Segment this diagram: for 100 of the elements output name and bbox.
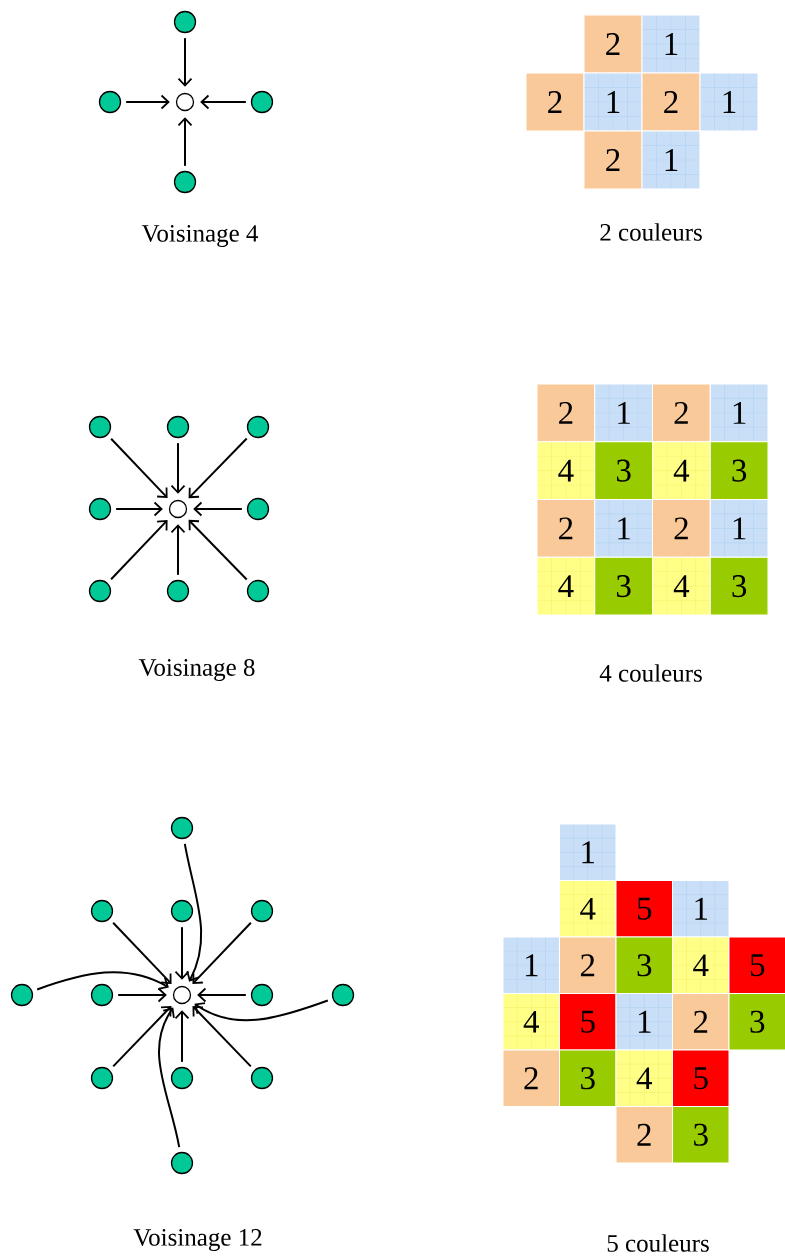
arrow [174,1010,190,1063]
grid-cell: 1 [615,993,673,1051]
caption-text: 4 couleurs [599,664,702,682]
arrow [115,501,163,517]
arrow [112,921,172,985]
arrow [170,442,186,494]
grid-cell: 4 [536,556,596,616]
grid-cell: 2 [536,499,596,558]
neighbor-dot [98,90,122,114]
arrow [112,1005,172,1068]
grid-cell: 1 [709,383,769,443]
grid-cell: 2 [615,1106,673,1164]
neighbor-dot [90,983,114,1007]
grid-cell: 3 [559,1049,617,1107]
arrow [170,524,186,576]
arrow [194,999,329,1022]
grid-cell: 4 [502,993,560,1051]
neighbor-dot [250,90,274,114]
arrow [192,921,252,985]
grid-cell: 2 [559,936,617,994]
neighbor-dot [246,579,270,603]
grid-cell: 1 [594,383,653,443]
grid-cell: 5 [559,993,617,1051]
neighbor-dot [88,497,112,521]
grid-cell: 1 [594,499,653,558]
grid-cell: 1 [559,823,617,881]
arrow [192,1005,252,1068]
arrow [110,437,168,499]
grid-cell: 4 [559,880,617,938]
grid-cell: 4 [652,441,711,500]
arrow [158,1007,181,1149]
caption-text: Voisinage 12 [133,1229,262,1251]
neighbor-dot [246,497,270,521]
grid-cell: 4 [536,441,596,500]
grid-cell: 2 [583,130,643,190]
grid-cell: 2 [583,14,643,74]
neighbor-dot [88,415,112,439]
caption-text: 2 couleurs [600,223,702,241]
arrow [188,519,248,581]
neighbor-dot [166,415,190,439]
neighbor-dot [166,579,190,603]
arrow [110,520,168,581]
arrow [200,94,247,110]
grid-cell: 2 [536,383,596,443]
grid-cell: 1 [672,880,730,938]
neighbor-dot [170,899,194,923]
target-circle [175,92,195,112]
grid-cell: 1 [641,130,701,190]
grid-cell: 3 [709,556,769,616]
arrow [117,987,167,1003]
grid-cell: 3 [594,441,653,500]
neighbor-dot [170,816,194,840]
arrow [125,94,170,110]
arrow [193,501,243,517]
target-circle [172,985,192,1005]
neighbor-dot [90,1066,114,1090]
neighbor-dot [173,170,197,194]
grid-cell: 2 [502,1049,560,1107]
grid-cell: 2 [672,993,730,1051]
neighbor-dot [170,1066,194,1090]
grid-cell: 5 [672,1049,730,1107]
arrow [183,842,203,982]
neighbor-dot [90,899,114,923]
arrow [197,987,247,1003]
grid-cell: 5 [615,880,673,938]
grid-cell: 3 [709,441,769,500]
neighbor-dot [246,415,270,439]
neighbor-dot [88,579,112,603]
grid-cell: 4 [672,936,730,994]
grid-cell: 1 [699,72,759,132]
grid-cell: 3 [672,1106,730,1164]
grid-cell: 4 [615,1049,673,1107]
neighbor-dot [173,10,197,34]
grid-cell: 1 [502,936,560,994]
neighbor-dot [331,983,355,1007]
caption-text: 5 couleurs [607,1234,709,1252]
caption-text: Voisinage 4 [141,225,259,247]
target-circle [168,499,188,519]
arrow [36,971,169,991]
grid-cell: 3 [728,993,785,1051]
arrow [177,117,193,167]
grid-cell: 1 [641,14,701,74]
grid-cell: 4 [652,556,711,616]
grid-cell: 2 [641,72,701,132]
grid-cell: 2 [652,383,711,443]
grid-cell: 1 [583,72,643,132]
caption-text: Voisinage 8 [138,659,255,681]
arrow [188,437,248,499]
grid-cell: 5 [728,936,785,994]
grid-cell: 2 [525,72,585,132]
neighbor-dot [250,1066,274,1090]
grid-cell: 3 [615,936,673,994]
arrow [177,37,193,87]
grid-cell: 3 [594,556,653,616]
neighbor-dot [250,983,274,1007]
neighbor-dot [170,1151,194,1175]
arrow [174,926,190,980]
grid-cell: 2 [652,499,711,558]
grid-cell: 1 [709,499,769,558]
neighbor-dot [10,983,34,1007]
